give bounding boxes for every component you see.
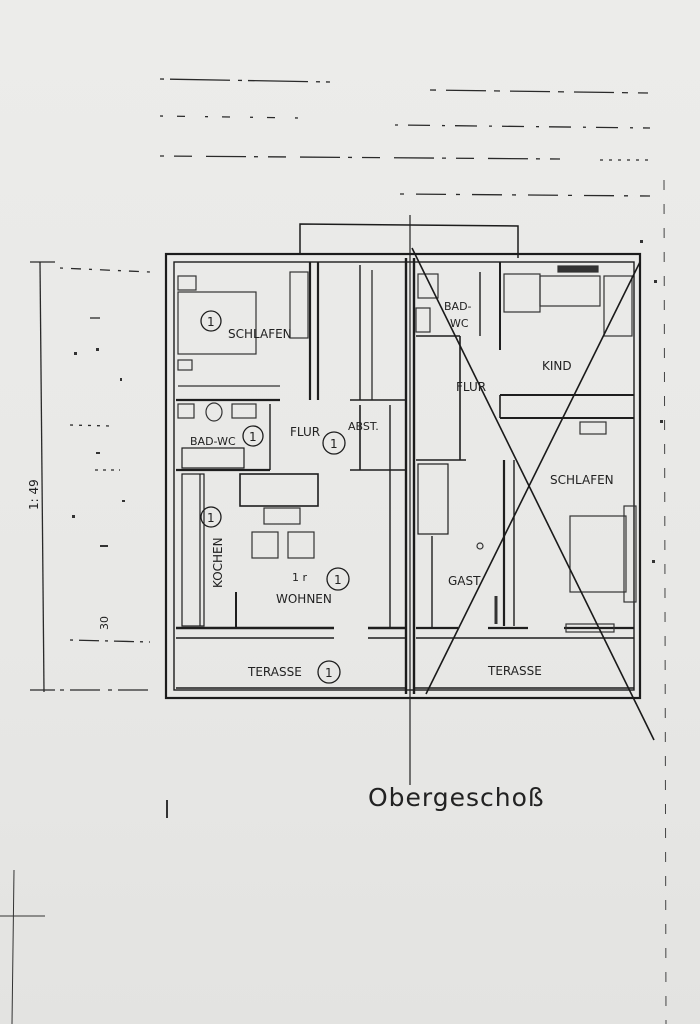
label-right-flur: FLUR	[456, 380, 486, 394]
label-right-gast: GAST	[448, 574, 481, 588]
label-right-bad: BAD-	[444, 300, 472, 313]
label-right-wc: WC	[450, 317, 469, 330]
label-left-bad-wc: BAD-WC	[190, 435, 236, 448]
label-left-flur: FLUR	[290, 425, 320, 439]
top-dimension-lines	[159, 78, 651, 197]
left-edge-mark	[11, 869, 15, 1024]
marker-wohnen: 1	[334, 573, 342, 587]
label-right-kind: KIND	[542, 359, 572, 373]
label-left-wohnen: WOHNEN	[276, 592, 332, 606]
left-unit-walls	[176, 262, 406, 639]
marker-bad: 1	[249, 430, 257, 444]
room-markers	[200, 310, 350, 684]
outer-walls	[164, 252, 642, 700]
marker-flur: 1	[330, 437, 338, 451]
marker-schlafen: 1	[207, 315, 215, 329]
label-right-schlafen: SCHLAFEN	[550, 473, 614, 487]
label-right-terasse: TERASSE	[487, 664, 542, 678]
label-wohnen-mark: 1 r	[292, 571, 307, 584]
roof-outline	[299, 223, 519, 258]
label-left-schlafen: SCHLAFEN	[228, 327, 292, 341]
scan-noise	[72, 240, 663, 818]
cross-out-mark	[411, 247, 655, 741]
right-margin-line	[663, 179, 667, 1024]
right-unit-furniture	[415, 265, 637, 633]
scale-label: 1: 49	[27, 479, 41, 510]
left-dimension	[30, 261, 151, 693]
marker-terasse: 1	[325, 666, 333, 680]
right-unit-walls	[416, 262, 634, 639]
floor-title: Obergeschoß	[368, 783, 545, 812]
label-left-kochen: KOCHEN	[211, 537, 225, 588]
label-left-terasse: TERASSE	[247, 665, 302, 679]
marker-kochen: 1	[207, 511, 215, 525]
label-left-abst: ABST.	[348, 420, 379, 433]
left-unit-furniture	[177, 271, 315, 559]
dimension-small-label: 30	[98, 616, 111, 630]
